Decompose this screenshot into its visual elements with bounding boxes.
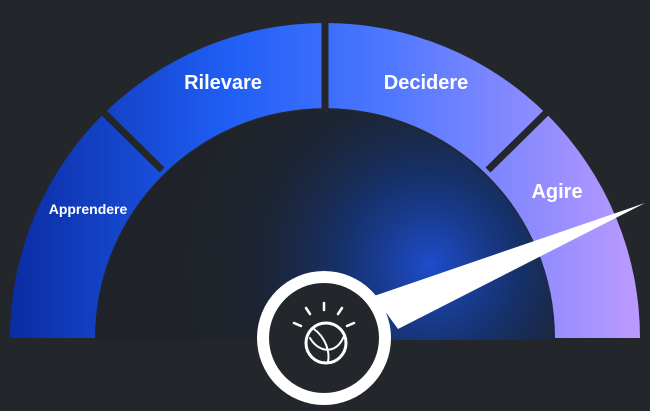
- gauge-needle: [374, 203, 645, 329]
- segment-label-decidere: Decidere: [384, 72, 469, 94]
- segment-label-rilevare: Rilevare: [184, 72, 262, 94]
- segment-label-apprendere: Apprendere: [49, 201, 128, 217]
- gauge-separators: [97, 15, 553, 173]
- ibm-watson-logo-icon: [292, 301, 356, 365]
- gauge-arc: [10, 23, 640, 338]
- gauge-hub-inner: [269, 283, 379, 393]
- segment-label-agire: Agire: [531, 181, 582, 203]
